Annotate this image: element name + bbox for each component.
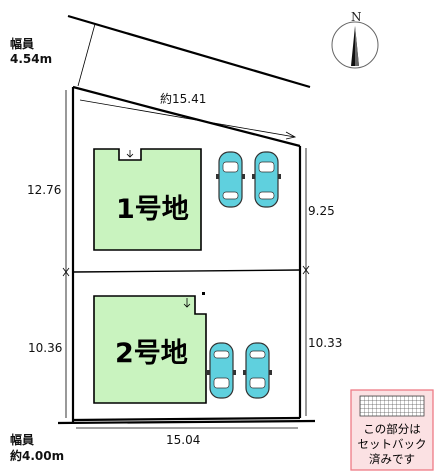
lot-boundary: [71, 85, 302, 422]
dimension-lines: [62, 90, 310, 429]
car-icon: [216, 151, 245, 208]
legend-line-1: この部分は: [363, 422, 421, 436]
car-icon: [207, 342, 236, 399]
top-road-width: 4.54m: [10, 52, 52, 66]
car-icon: [243, 342, 272, 399]
lot-1-label: 1号地: [116, 194, 189, 225]
north-compass-icon: N: [331, 10, 379, 69]
dim-top-edge: 約15.41: [160, 91, 206, 106]
dim-left-lower: 10.36: [28, 341, 62, 355]
dim-right-upper: 9.25: [308, 204, 335, 218]
north-label: N: [351, 10, 362, 24]
legend-line-3: 済みです: [369, 452, 415, 466]
top-road-width-line: [77, 23, 96, 87]
dim-right-lower: 10.33: [308, 336, 342, 350]
legend-line-2: セットバック: [358, 437, 427, 451]
dim-bottom-edge: 15.04: [166, 433, 200, 447]
lot-2-label: 2号地: [115, 338, 188, 369]
top-road-label: 幅員: [10, 36, 34, 51]
bottom-road-edge: [57, 419, 316, 425]
lot-1-building: 1号地: [93, 148, 202, 251]
setback-legend: この部分は セットバック 済みです: [350, 389, 434, 471]
car-icon: [252, 151, 281, 208]
top-road-edge: [67, 14, 311, 89]
lot-2-building: 2号地: [93, 292, 207, 404]
dim-left-upper: 12.76: [27, 183, 61, 197]
setback-hatch-swatch: [359, 395, 425, 417]
bottom-road-width: 約4.00m: [10, 448, 64, 463]
bottom-road-label: 幅員: [10, 432, 34, 447]
